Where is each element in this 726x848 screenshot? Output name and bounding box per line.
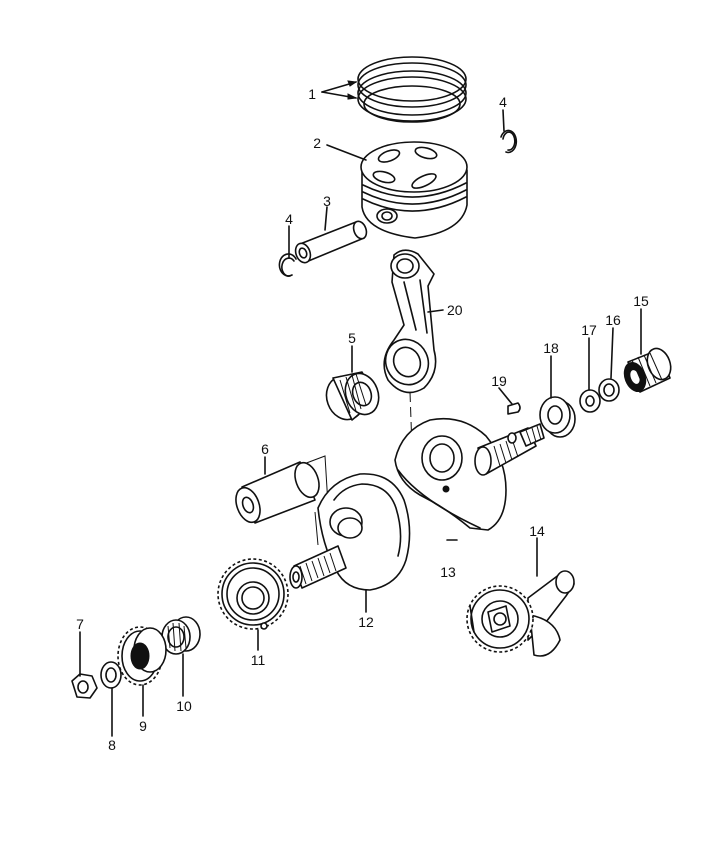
callout-2: 2 [313, 135, 321, 151]
washer-17 [579, 389, 601, 413]
callout-3: 3 [323, 193, 331, 209]
callout-6: 6 [261, 441, 269, 457]
needle-bearing-big-end [325, 371, 380, 421]
nut-16 [598, 378, 620, 402]
callout-1: 1 [308, 86, 316, 102]
callout-4-right: 4 [499, 94, 507, 110]
circlip-right [500, 129, 518, 154]
needle-bearing-15 [623, 347, 672, 393]
callout-labels: 1 2 3 4 4 5 6 7 8 9 10 11 12 13 14 15 16… [76, 86, 649, 753]
piston [360, 141, 468, 239]
callout-7: 7 [76, 616, 84, 632]
sleeve-6 [235, 461, 320, 524]
crankshaft-left-half [289, 473, 411, 591]
gear-11 [217, 558, 289, 630]
crankshaft-right-half [394, 417, 545, 531]
piston-pin [294, 220, 368, 264]
callout-11: 11 [251, 652, 266, 668]
callout-18: 18 [543, 340, 559, 356]
washer-8 [100, 661, 122, 689]
callout-10: 10 [176, 698, 192, 714]
callout-9: 9 [139, 718, 147, 734]
callout-4-left: 4 [285, 211, 293, 227]
circlip-left [278, 253, 297, 277]
callout-15: 15 [633, 293, 649, 309]
balancer-gear-14 [466, 570, 575, 657]
callout-12: 12 [358, 614, 374, 630]
callout-17: 17 [581, 322, 597, 338]
callout-8: 8 [108, 737, 116, 753]
callout-19: 19 [491, 373, 507, 389]
nut-7 [71, 673, 98, 699]
connecting-rod [383, 249, 437, 394]
thrust-washer-18 [539, 396, 576, 438]
callout-5: 5 [348, 330, 356, 346]
piston-rings [357, 56, 467, 123]
callout-16: 16 [605, 312, 621, 328]
leader-lines [79, 80, 642, 737]
woodruff-key-19 [507, 402, 521, 415]
bearing-10 [161, 616, 201, 655]
gear-9 [117, 626, 167, 686]
callout-13: 13 [440, 564, 456, 580]
callout-14: 14 [529, 523, 545, 539]
callout-20: 20 [447, 302, 463, 318]
